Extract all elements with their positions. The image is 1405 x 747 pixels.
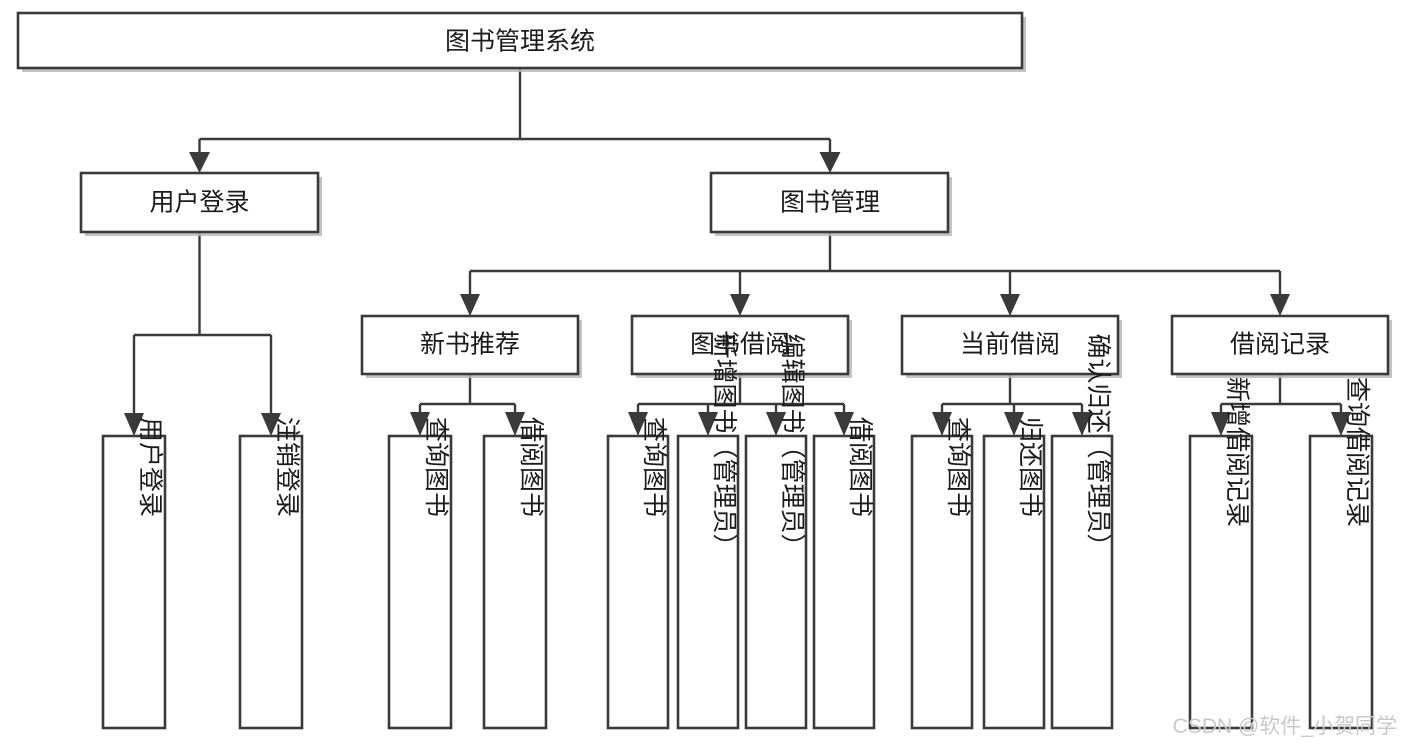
node-leaf-edit-book-label: 编辑图书（管理员） <box>778 333 806 558</box>
node-leaf-add-book-label: 新增图书（管理员） <box>710 333 738 558</box>
node-leaf-query-borrow-record-label: 查询借阅记录 <box>1343 377 1371 527</box>
connector-group-new-book-recommend <box>410 374 525 436</box>
node-leaf-query-book-rec-label: 查询图书 <box>422 417 450 517</box>
node-root[interactable]: 图书管理系统 <box>16 11 1026 72</box>
node-new-book-recommend-box[interactable] <box>360 314 580 376</box>
node-leaf-confirm-return-label: 确认归还（管理员） <box>1084 333 1112 558</box>
arrow-head-book-borrow <box>730 294 750 316</box>
node-borrow-record-label: 借阅记录 <box>1230 331 1330 359</box>
node-current-borrow[interactable]: 当前借阅 <box>900 314 1122 378</box>
node-leaf-query-book-rec[interactable]: 查询图书 <box>387 417 453 730</box>
arrow-head-leaf-return-book <box>1004 412 1024 436</box>
connector-group-book-borrow <box>628 374 854 436</box>
arrow-head-leaf-user-login <box>124 413 144 436</box>
node-leaf-query-borrow-record-box[interactable] <box>1308 434 1374 730</box>
arrow-head-leaf-query-book-current <box>932 412 952 436</box>
node-leaf-confirm-return-box[interactable] <box>1050 434 1114 730</box>
node-leaf-borrow-book-rec-label: 借阅图书 <box>517 417 545 517</box>
node-leaf-query-book-borrow[interactable]: 查询图书 <box>606 417 670 730</box>
node-root-box[interactable] <box>16 11 1024 70</box>
node-book-manage-label: 图书管理 <box>780 189 880 217</box>
connector-group-root <box>189 68 841 173</box>
arrow-head-leaf-query-book-rec <box>410 412 430 436</box>
node-leaf-query-book-rec-box[interactable] <box>387 434 453 730</box>
arrow-head-user-login <box>189 152 210 173</box>
node-leaf-user-login[interactable]: 用户登录 <box>101 417 167 730</box>
node-leaf-borrow-book-rec[interactable]: 借阅图书 <box>482 417 548 730</box>
watermark-label: CSDN @软件_小贺同学 <box>1173 715 1397 738</box>
arrow-head-leaf-logout-login <box>261 413 281 436</box>
node-current-borrow-box[interactable] <box>900 314 1120 376</box>
node-leaf-logout-login-label: 注销登录 <box>273 417 301 517</box>
node-book-borrow-label: 图书借阅 <box>690 331 790 359</box>
node-leaf-query-book-current[interactable]: 查询图书 <box>910 417 974 730</box>
node-user-login-label: 用户登录 <box>149 189 249 217</box>
node-leaf-borrow-book-rec-box[interactable] <box>482 434 548 730</box>
node-borrow-record-box[interactable] <box>1170 314 1390 376</box>
arrow-head-borrow-record <box>1270 294 1290 316</box>
node-book-borrow[interactable]: 图书借阅 <box>630 314 852 378</box>
node-leaf-user-login-box[interactable] <box>101 434 167 730</box>
node-new-book-recommend-label: 新书推荐 <box>420 331 520 359</box>
connector-group-current-borrow <box>932 374 1092 436</box>
node-leaf-return-book-box[interactable] <box>982 434 1046 730</box>
arrow-head-leaf-borrow-book-rec <box>505 412 525 436</box>
node-leaf-add-borrow-record-box[interactable] <box>1188 434 1254 730</box>
connector-group-borrow-record <box>1211 374 1351 436</box>
arrow-head-leaf-confirm-return <box>1072 412 1092 436</box>
node-leaf-query-borrow-record[interactable]: 查询借阅记录 <box>1308 377 1374 730</box>
node-current-borrow-label: 当前借阅 <box>960 331 1060 359</box>
arrow-head-book-manage <box>819 152 841 173</box>
arrow-head-leaf-add-book <box>698 412 718 436</box>
arrow-head-current-borrow <box>1000 294 1020 316</box>
node-leaf-return-book-label: 归还图书 <box>1016 417 1044 517</box>
node-leaf-query-book-borrow-box[interactable] <box>606 434 670 730</box>
node-leaf-add-borrow-record[interactable]: 新增借阅记录 <box>1188 377 1254 730</box>
node-book-manage[interactable]: 图书管理 <box>709 171 952 236</box>
node-leaf-logout-login[interactable]: 注销登录 <box>238 417 304 730</box>
arrow-head-leaf-add-borrow-record <box>1211 412 1231 436</box>
arrow-head-new-book-recommend <box>460 294 480 316</box>
node-book-manage-box[interactable] <box>709 171 950 234</box>
node-leaf-add-borrow-record-label: 新增借阅记录 <box>1223 377 1251 527</box>
node-user-login-box[interactable] <box>79 171 320 234</box>
node-leaf-query-book-borrow-label: 查询图书 <box>640 417 668 517</box>
node-leaf-confirm-return[interactable]: 确认归还（管理员） <box>1050 333 1114 730</box>
node-book-borrow-box[interactable] <box>630 314 850 376</box>
node-user-login[interactable]: 用户登录 <box>79 171 322 236</box>
node-leaf-borrow-book-box[interactable] <box>812 434 876 730</box>
node-leaf-user-login-label: 用户登录 <box>136 417 164 517</box>
node-leaf-add-book-box[interactable] <box>676 434 740 730</box>
node-leaf-edit-book-box[interactable] <box>744 434 808 730</box>
node-borrow-record[interactable]: 借阅记录 <box>1170 314 1392 378</box>
arrow-head-leaf-borrow-book <box>834 412 854 436</box>
connector-group-user-login <box>124 232 281 436</box>
node-leaf-logout-login-box[interactable] <box>238 434 304 730</box>
arrow-head-leaf-query-borrow-record <box>1331 412 1351 436</box>
node-leaf-query-book-current-label: 查询图书 <box>944 417 972 517</box>
node-new-book-recommend[interactable]: 新书推荐 <box>360 314 582 378</box>
arrow-head-leaf-edit-book <box>766 412 786 436</box>
node-leaf-return-book[interactable]: 归还图书 <box>982 417 1046 730</box>
node-root-label: 图书管理系统 <box>445 28 595 56</box>
node-leaf-borrow-book-label: 借阅图书 <box>846 417 874 517</box>
node-leaf-add-book[interactable]: 新增图书（管理员） <box>676 333 740 730</box>
connector-group-book-manage <box>460 232 1290 316</box>
node-leaf-edit-book[interactable]: 编辑图书（管理员） <box>744 333 808 730</box>
node-leaf-borrow-book[interactable]: 借阅图书 <box>812 417 876 730</box>
arrow-head-leaf-query-book-borrow <box>628 412 648 436</box>
node-leaf-query-book-current-box[interactable] <box>910 434 974 730</box>
